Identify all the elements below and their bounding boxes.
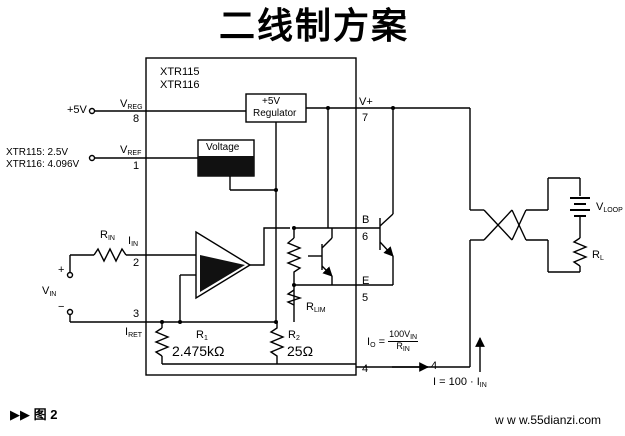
loop-current-equation: I = 100 · IIN <box>433 376 487 390</box>
rl-resistor <box>572 237 588 267</box>
vplus-pin-number: 7 <box>362 112 369 124</box>
iin-pin-number: 2 <box>133 257 140 269</box>
r1-label: R1 <box>196 329 208 343</box>
vin-minus-terminal <box>66 308 74 316</box>
vin-plus-terminal <box>66 271 74 279</box>
supply-label: +5V <box>67 104 87 116</box>
chip-name-1: XTR115 <box>160 66 200 78</box>
rlim-resistor <box>286 237 302 282</box>
vref-pin-label: VREF <box>120 144 142 158</box>
vreg-terminal <box>88 107 96 115</box>
page-title: 二线制方案 <box>219 5 410 47</box>
ic-outline <box>145 57 357 376</box>
voltage-reference-fill <box>198 156 254 176</box>
out-pin-number: 4 <box>362 363 369 375</box>
voltage-reference-label: Voltage <box>206 142 240 153</box>
e-pin-label: E <box>362 275 370 287</box>
e-pin-number: 5 <box>362 292 369 304</box>
caption: ▶▶ 图 2 <box>10 408 57 421</box>
r2-label: R2 <box>288 329 300 343</box>
vreg-pin-number: 8 <box>133 113 140 125</box>
vin-plus-label: + <box>58 264 65 276</box>
vref-terminal <box>88 154 96 162</box>
r1-value: 2.475kΩ <box>172 343 225 359</box>
rlim-label: RLIM <box>306 301 326 315</box>
b-pin-number: 6 <box>362 231 369 243</box>
vloop-label: VLOOP <box>596 201 623 215</box>
vin-minus-label: − <box>58 301 65 313</box>
reference-voltage-line2: XTR116: 4.096V <box>6 159 80 170</box>
regulator-label-top: +5V <box>262 96 281 107</box>
vplus-pin-label: V+ <box>359 96 373 108</box>
iret-pin-number: 3 <box>133 308 140 320</box>
chip-name-2: XTR116 <box>160 79 200 91</box>
iin-pin-label: IIN <box>128 235 139 249</box>
r2-resistor <box>269 322 285 364</box>
caption-text: 图 2 <box>33 407 58 422</box>
reference-voltage-line1: XTR115: 2.5V <box>6 147 69 158</box>
b-pin-label: B <box>362 214 370 226</box>
r1-resistor <box>154 327 170 357</box>
watermark: w w w.55dianzi.com <box>495 413 602 427</box>
vreg-pin-label: VREG <box>120 98 143 112</box>
regulator-label-bottom: Regulator <box>253 108 297 119</box>
iret-pin-label: IRET <box>125 326 143 340</box>
vin-label: VIN <box>42 285 57 299</box>
rl-label: RL <box>592 249 604 263</box>
r2-value: 25Ω <box>287 343 314 359</box>
io-arrow-label: 4 <box>431 360 438 372</box>
rlim-lower <box>286 289 303 306</box>
rin-label: RIN <box>100 229 115 243</box>
twisted-pair-b <box>483 209 513 241</box>
vref-pin-number: 1 <box>133 160 140 172</box>
rin-resistor <box>93 247 127 263</box>
caption-arrows-icon: ▶▶ <box>10 407 30 422</box>
